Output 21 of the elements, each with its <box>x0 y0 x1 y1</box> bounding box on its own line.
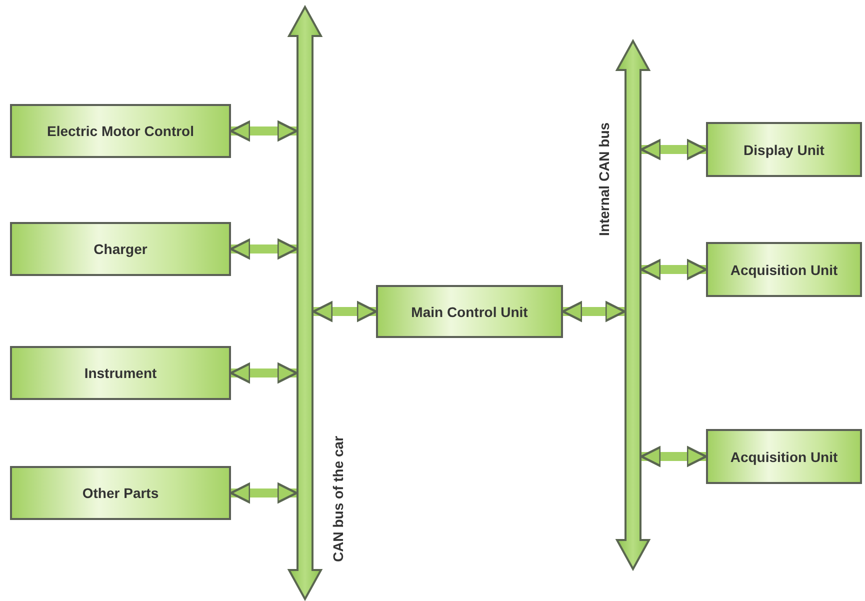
bus-label: Internal CAN bus <box>596 122 612 236</box>
double-arrow <box>312 300 378 322</box>
double-arrow <box>230 482 298 504</box>
double-arrow <box>640 446 708 468</box>
double-arrow <box>562 300 626 322</box>
double-arrow <box>230 238 298 260</box>
unit-box: Electric Motor Control <box>10 104 231 158</box>
unit-box: Other Parts <box>10 466 231 520</box>
double-arrow <box>640 138 708 160</box>
bus-bar-double-arrow <box>288 6 322 600</box>
unit-box: Instrument <box>10 346 231 400</box>
unit-box: Charger <box>10 222 231 276</box>
double-arrow <box>640 258 708 280</box>
unit-box: Acquisition Unit <box>706 242 862 297</box>
unit-box: Acquisition Unit <box>706 429 862 484</box>
double-arrow <box>230 362 298 384</box>
bus-label: CAN bus of the car <box>330 436 346 562</box>
unit-box: Main Control Unit <box>376 285 563 338</box>
double-arrow <box>230 120 298 142</box>
unit-box: Display Unit <box>706 122 862 177</box>
bus-bar-double-arrow <box>616 40 650 570</box>
